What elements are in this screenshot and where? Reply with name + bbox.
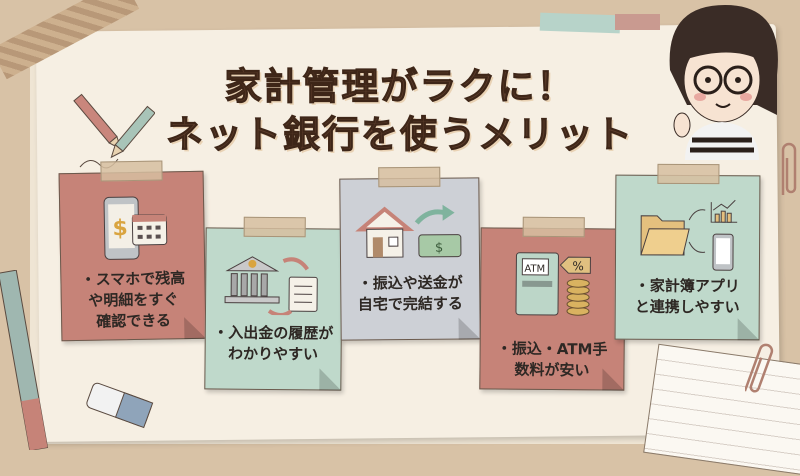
paperclip-icon <box>745 343 774 393</box>
tape <box>378 166 441 188</box>
tape <box>243 216 306 238</box>
smartphone-calendar-icon: $ <box>103 196 167 260</box>
atm-coins-icon: ATM % <box>514 252 591 316</box>
lined-notepaper <box>643 343 800 476</box>
discount-tag: % <box>572 259 584 273</box>
note-transfer-at-home: $ ・振込や送金が 自宅で完結する <box>339 166 481 341</box>
washi-tape <box>539 12 621 34</box>
page-curl <box>184 316 207 340</box>
note-text: ・入出金の履歴が <box>213 323 334 343</box>
note-text: 自宅で完結する <box>357 294 463 314</box>
page-curl <box>458 317 481 340</box>
note-text: ・家計簿アプリ <box>634 276 740 296</box>
page-title-line1: 家計管理がラクに！ <box>224 65 576 109</box>
svg-text:$: $ <box>435 241 443 256</box>
note-transaction-history: ・入出金の履歴が わかりやすい <box>204 216 343 391</box>
note-low-fees: ATM % ・振込・ATM手 数料が安い <box>479 216 626 391</box>
eraser-icon <box>86 382 154 429</box>
note-text: と連携しやすい <box>634 297 740 317</box>
note-budget-app: ・家計簿アプリ と連携しやすい <box>614 163 761 341</box>
atm-label: ATM <box>524 264 545 275</box>
note-text: ・振込・ATM手 <box>496 339 608 359</box>
paperclip-icon <box>781 142 797 195</box>
tape <box>522 216 585 238</box>
washi-tape <box>615 14 660 30</box>
page-title-line2: ネット銀行を使うメリット <box>166 113 634 157</box>
note-text: や明細をすぐ <box>88 290 179 310</box>
tape <box>656 163 719 185</box>
girl-character-illustration <box>669 5 778 160</box>
note-text: ・スマホで残高 <box>80 269 186 289</box>
house-money-icon: $ <box>355 204 462 258</box>
bank-clipboard-icon <box>224 256 318 316</box>
svg-text:$: $ <box>112 216 128 241</box>
page-curl <box>602 368 625 391</box>
note-smartphone-balance: $ ・スマホで残高 や明細をすぐ 確認できる <box>58 160 207 342</box>
folder-chart-phone-icon <box>639 199 737 271</box>
note-text: ・振込や送金が <box>357 273 463 293</box>
pencil-icon <box>110 105 155 159</box>
pen-icon <box>0 270 49 450</box>
page-curl <box>319 368 342 391</box>
page-curl <box>737 318 760 341</box>
tape <box>99 160 163 182</box>
note-text: わかりやすい <box>228 344 319 364</box>
